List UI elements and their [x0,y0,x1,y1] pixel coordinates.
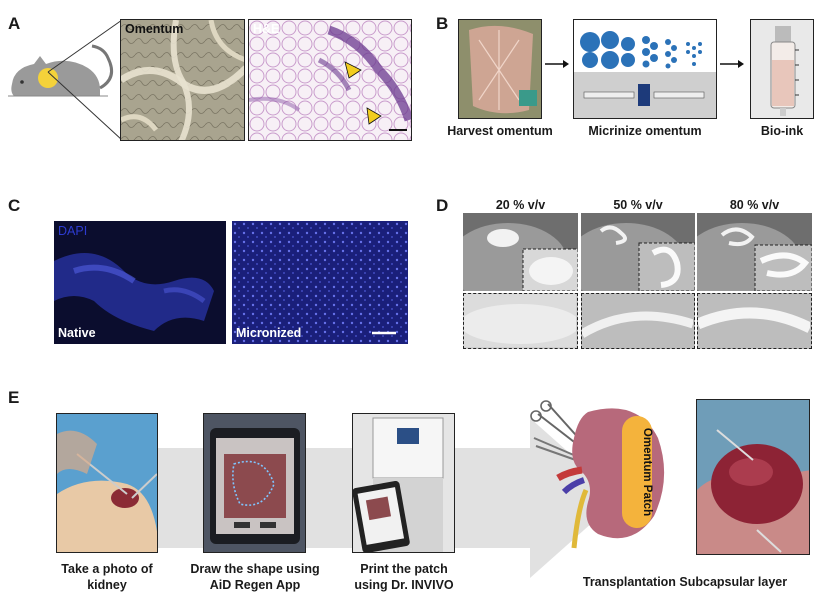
micronize-diagram [573,19,717,119]
he-stain-image: H&E [248,19,412,141]
bioink-syringe-photo [750,19,814,119]
omentum-photo: Omentum [120,19,245,141]
harvest-omentum-photo [458,19,542,119]
omentum-patch-label: Omentum Patch [641,427,653,517]
panel-letter-a: A [8,14,21,33]
final-caption: Transplantation Subcapsular layer [582,575,788,589]
dish-20-photo [463,213,578,291]
kidney-illustration: Omentum Patch [528,398,688,558]
omentum-label: Omentum [125,22,184,36]
dish-50-photo [581,213,695,291]
step3-caption-line2: using Dr. INVIVO [354,578,454,592]
concentration-50-label: 50 % v/v [613,198,663,212]
micronized-label: Micronized [236,326,302,340]
native-label: Native [58,326,96,340]
step-micronize-caption: Micrinize omentum [588,124,702,138]
transplant-photo [696,399,810,555]
step2-caption-line1: Draw the shape using [190,562,320,576]
app-tablet-photo [203,413,306,553]
concentration-80-label: 80 % v/v [729,198,780,212]
step2-caption-line2: AiD Regen App [209,578,301,592]
zoom-20-photo [463,293,578,349]
kidney-photo [56,413,158,553]
zoom-lines [40,18,130,142]
panel-letter-c: C [8,196,21,215]
dapi-native-image: DAPI Native [54,221,226,344]
he-label: H&E [253,22,280,36]
step1-caption-line2: kidney [87,578,127,592]
step-harvest-caption: Harvest omentum [447,124,553,138]
panel-letter-d: D [436,196,449,215]
zoom-50-photo [581,293,695,349]
step1-caption-line1: Take a photo of [61,562,153,576]
panel-letter-e: E [8,388,20,407]
printer-photo [352,413,455,553]
dapi-micronized-image: Micronized [232,221,408,344]
panel-letter-b: B [436,14,449,33]
concentration-20-label: 20 % v/v [495,198,546,212]
dish-80-photo [697,213,812,291]
step-bioink-caption: Bio-ink [760,124,804,138]
mouse-illustration [8,38,120,106]
arrow-b1-icon [545,58,569,70]
zoom-80-photo [697,293,812,349]
arrow-b2-icon [720,58,744,70]
dapi-label: DAPI [58,224,88,238]
step3-caption-line1: Print the patch [360,562,448,576]
